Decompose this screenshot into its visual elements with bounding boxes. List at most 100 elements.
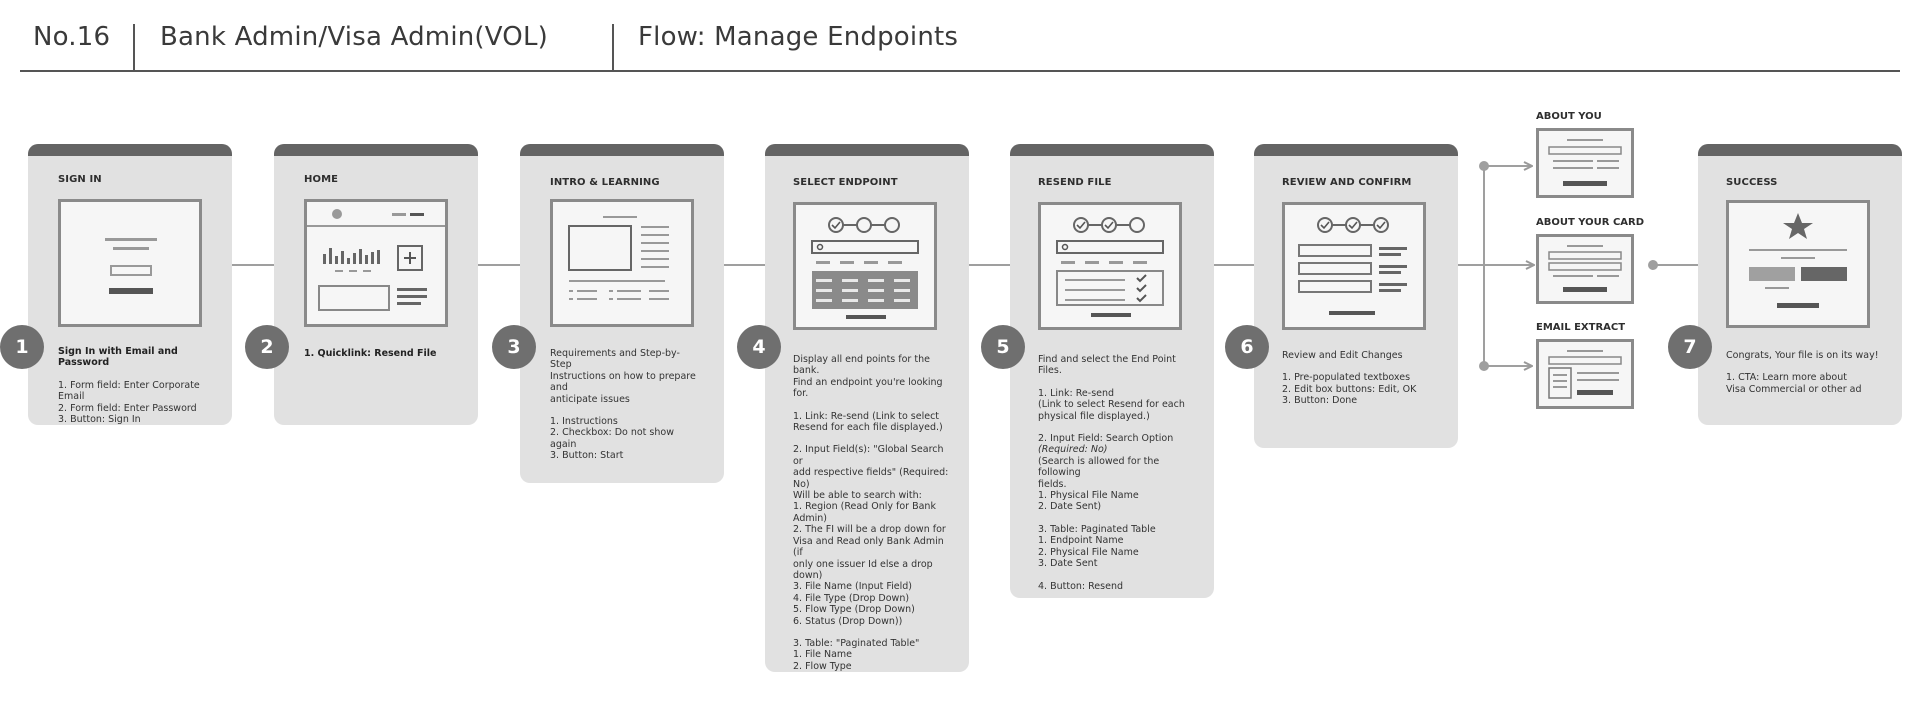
step-number-badge: 3: [492, 325, 536, 369]
step-number-badge: 1: [0, 325, 44, 369]
home-wireframe: [304, 199, 448, 327]
line-gap: [1038, 513, 1198, 524]
description-line: Requirements and Step-by-Step: [550, 348, 680, 371]
branch-title-email-extract: EMAIL EXTRACT: [1536, 322, 1626, 333]
description-line: 1. Quicklink: Resend File: [304, 348, 437, 359]
success-wireframe: [1726, 200, 1870, 328]
description-line: 2. Form field: Enter Password: [58, 402, 197, 414]
card-header-bar: [1010, 144, 1214, 156]
sign-in-wireframe: [58, 199, 202, 327]
card-header-bar: [520, 144, 724, 156]
description-line: 4. File Type (Drop Down): [793, 592, 910, 604]
step-title: INTRO & LEARNING: [550, 177, 660, 188]
line-gap: [1038, 422, 1198, 433]
step-card-intro-learning: INTRO & LEARNING Requirements and Step-b…: [520, 144, 724, 483]
description-line: (Link to select Resend for each: [1038, 399, 1185, 411]
description-line: Find an endpoint you're looking for.: [793, 376, 946, 400]
header-divider: [133, 24, 135, 70]
about-your-card-wireframe: [1536, 234, 1634, 304]
card-header-bar: [28, 144, 232, 156]
step-title: SELECT ENDPOINT: [793, 177, 898, 188]
line-gap: [793, 433, 953, 444]
description-line: only one issuer Id else a drop down): [793, 558, 936, 581]
resend-file-wireframe: [1038, 202, 1182, 330]
description-line: 1. Link: Re-send (Link to select: [793, 410, 940, 422]
about-you-wireframe: [1536, 128, 1634, 198]
description-line: 1. Form field: Enter Corporate Email: [58, 379, 203, 403]
description-line: 1. Region (Read Only for Bank: [793, 501, 936, 513]
step-card-home: HOME 1. Quicklink: Resend File: [274, 144, 478, 425]
description-line: 3. Button: Done: [1282, 395, 1358, 407]
description-line: (Required: No): [1038, 444, 1108, 456]
step-description: 1. Quicklink: Resend File: [304, 348, 454, 359]
description-line: Review and Edit Changes: [1282, 350, 1403, 361]
line-gap: [550, 405, 700, 416]
description-line: 6. Status (Drop Down)): [793, 615, 903, 627]
description-line: 3. Date Sent: [1038, 558, 1098, 570]
step-card-review-confirm: REVIEW AND CONFIRM Review and Edit Chang…: [1254, 144, 1458, 448]
description-line: Sign In with Email and Password: [58, 346, 182, 369]
branch-title-about-your-card: ABOUT YOUR CARD: [1536, 217, 1645, 228]
description-line: anticipate issues: [550, 393, 630, 405]
description-line: Find and select the End Point Files.: [1038, 354, 1179, 377]
description-line: 1. Pre-populated textboxes: [1282, 372, 1411, 384]
description-line: (Search is allowed for the following: [1038, 455, 1163, 479]
line-gap: [1038, 570, 1198, 581]
description-line: Admin): [793, 512, 827, 524]
step-number-badge: 4: [737, 325, 781, 369]
step-card-sign-in: SIGN IN Sign In with Email and Password 1…: [28, 144, 232, 425]
step-number-badge: 7: [1668, 325, 1712, 369]
role-title: Bank Admin/Visa Admin(VOL): [160, 22, 549, 52]
description-line: Will be able to search with:: [793, 490, 922, 502]
line-gap: [1726, 361, 1886, 372]
description-line: add respective fields" (Required: No): [793, 467, 952, 490]
step-number-badge: 5: [981, 325, 1025, 369]
card-header-bar: [765, 144, 969, 156]
description-line: Display all end points for the bank.: [793, 354, 933, 377]
description-line: Instructions on how to prepare and: [550, 370, 699, 394]
step-title: REVIEW AND CONFIRM: [1282, 177, 1412, 188]
description-line: physical file displayed.): [1038, 410, 1150, 422]
description-line: Resend for each file displayed.): [793, 422, 943, 434]
description-line: 2. Edit box buttons: Edit, OK: [1282, 383, 1417, 395]
card-header-bar: [1698, 144, 1902, 156]
card-header-bar: [1254, 144, 1458, 156]
description-line: Visa Commercial or other ad: [1726, 383, 1862, 395]
description-line: 1. File Name: [793, 649, 853, 661]
header-rule: [20, 70, 1900, 72]
description-line: 3. Table: "Paginated Table": [793, 637, 920, 649]
line-gap: [1282, 361, 1442, 372]
step-description: Review and Edit Changes 1. Pre-populated …: [1282, 350, 1442, 407]
description-line: 2. Input Field(s): "Global Search or: [793, 444, 947, 467]
description-line: 1. Endpoint Name: [1038, 535, 1124, 547]
step-description: Sign In with Email and Password 1. Form f…: [58, 346, 208, 425]
description-line: 2. The FI will be a drop down for: [793, 524, 946, 536]
step-title: RESEND FILE: [1038, 177, 1112, 188]
description-line: 1. Link: Re-send: [1038, 387, 1115, 399]
description-line: 4. Button: Resend: [1038, 580, 1123, 592]
description-line: Visa and Read only Bank Admin (if: [793, 535, 947, 559]
line-gap: [793, 627, 953, 638]
step-number-badge: 2: [245, 325, 289, 369]
description-line: 1. CTA: Learn more about: [1726, 372, 1847, 384]
line-gap: [793, 400, 953, 411]
card-header-bar: [274, 144, 478, 156]
intro-wireframe: [550, 199, 694, 327]
description-line: Congrats, Your file is on its way!: [1726, 350, 1879, 361]
header-divider: [612, 24, 614, 70]
description-line: 3. Table: Paginated Table: [1038, 523, 1156, 535]
description-line: fields.: [1038, 478, 1067, 490]
description-line: 1. Physical File Name: [1038, 490, 1139, 502]
branch-title-about-you: ABOUT YOU: [1536, 111, 1602, 122]
description-line: 2. Physical File Name: [1038, 546, 1139, 558]
select-endpoint-wireframe: [793, 202, 937, 330]
page-number: No.16: [33, 22, 111, 52]
step-number-badge: 6: [1225, 325, 1269, 369]
description-line: 2. Checkbox: Do not show again: [550, 427, 678, 450]
step-description: Find and select the End Point Files. 1. L…: [1038, 354, 1198, 592]
step-title: SIGN IN: [58, 174, 102, 185]
step-title: HOME: [304, 174, 339, 185]
description-line: 2. Flow Type: [793, 660, 852, 672]
review-confirm-wireframe: [1282, 202, 1426, 330]
